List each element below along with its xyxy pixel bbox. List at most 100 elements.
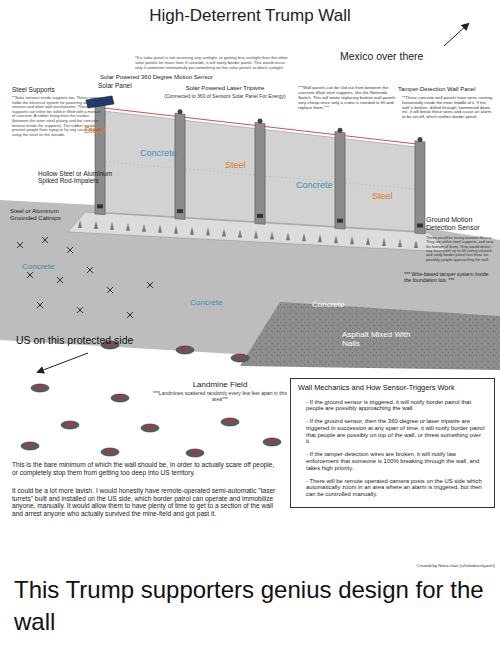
direction-arrow (38, 353, 88, 372)
rod-impaler (350, 236, 354, 244)
ground-sensor (257, 214, 263, 218)
asphalt-area (240, 302, 500, 370)
rod-impaler (110, 222, 114, 230)
landmine-trigger (237, 355, 243, 358)
wall-panel (185, 120, 255, 221)
landmine (21, 442, 39, 450)
motion-sensor (418, 137, 423, 142)
ground-sensor (417, 224, 423, 228)
rod-impaler (78, 220, 82, 228)
title: High-Deterrent Trump Wall (0, 6, 500, 26)
landmine-trigger (147, 425, 153, 428)
laser-tripwire (105, 108, 175, 116)
laser-tripwire (265, 127, 335, 135)
annotation: Hollow Steel or Aluminum Spiked Rod-Impa… (38, 170, 128, 185)
rod-impaler (366, 237, 370, 245)
caltrop (87, 267, 93, 273)
material-label: Concrete (312, 300, 362, 309)
landmine (61, 421, 79, 429)
material-label: Concrete (22, 262, 72, 271)
annotation: Created by Noko-chan (u/hakobreckyashi) (340, 564, 495, 569)
rod-impalers (78, 220, 418, 248)
annotation: Solar Powered 360 Degree Motion Sensor (100, 74, 240, 81)
annotation: This is the bare minimum of which the wa… (12, 461, 280, 476)
material-label: Concrete (140, 148, 190, 158)
annotation: It could be a lot more lavish. I would h… (12, 487, 280, 517)
rod-impaler (158, 225, 162, 233)
steel-support (335, 132, 345, 229)
rod-impaler (398, 239, 402, 247)
ground-sensor (97, 204, 103, 208)
laser-tripwire (345, 136, 415, 144)
rod-impaler (126, 223, 130, 231)
caltrop (27, 272, 33, 278)
annotation: Tamper-Detection Wall Panel (398, 86, 498, 93)
landmine-trigger (107, 449, 113, 452)
ground-sensor (337, 219, 343, 223)
wall (86, 96, 425, 234)
landmine (221, 418, 239, 426)
steel-support (175, 113, 185, 219)
landmine (263, 438, 281, 446)
material-label: Steel (372, 191, 412, 201)
bullet-text: - If the ground sensor, then the 360-deg… (306, 418, 487, 445)
annotation: These would be facing towards Mexico. Th… (426, 236, 496, 262)
landmine (101, 448, 119, 456)
rod-impaler (206, 228, 210, 236)
rod-impaler (414, 240, 418, 248)
landmine (186, 449, 204, 457)
motion-sensor (178, 109, 183, 114)
laser-tripwire (185, 117, 255, 125)
landmine-trigger (182, 347, 188, 350)
rod-impaler (94, 221, 98, 229)
direction-arrow (444, 24, 468, 46)
landmine-trigger (269, 439, 275, 442)
landmine-trigger (37, 385, 43, 388)
landmine-trigger (67, 422, 73, 425)
rod-impaler (254, 230, 258, 238)
annotation: Mexico over there (340, 50, 460, 62)
caltrop (17, 242, 23, 248)
landmine (231, 354, 249, 362)
motion-sensor (338, 128, 343, 133)
annotation: Asphalt Mixed With Nails (342, 330, 422, 348)
landmine-trigger (227, 419, 233, 422)
caltrop (37, 302, 43, 308)
rod-impaler (238, 230, 242, 238)
annotation: ***Landmines scattered randomly every fe… (150, 391, 290, 403)
annotation: Ground Motion Detection Sensor (426, 216, 496, 232)
bullet-text: - If the ground sensor is triggered, it … (306, 399, 487, 413)
material-label: Concrete (190, 298, 240, 307)
motion-sensor (258, 118, 263, 123)
bullet-text: - If the tamper-detection wires are brok… (306, 451, 487, 471)
caltrop (107, 287, 113, 293)
caltrops (17, 237, 153, 318)
annotation: ***Wall panels can be slid out from betw… (298, 86, 396, 111)
annotation: Solar Panel (98, 82, 158, 89)
annotation: *If a solar panel is not receiving any s… (135, 56, 290, 70)
wall-panel (265, 130, 335, 227)
bullet-text: - There will be remote operated camera p… (306, 478, 487, 498)
rod-impaler (334, 235, 338, 243)
landmine-trigger (27, 443, 33, 446)
annotation: US on this protected side (16, 334, 166, 346)
steel-support (255, 122, 265, 224)
rod-impaler (190, 227, 194, 235)
landmine (31, 384, 49, 392)
material-label: Steel (84, 125, 124, 135)
rod-impaler (142, 224, 146, 232)
wall-panel (345, 139, 415, 231)
caltrop (147, 282, 153, 288)
landmine-trigger (192, 450, 198, 453)
rod-impaler (382, 238, 386, 246)
rod-impaler (302, 233, 306, 241)
rod-impaler (174, 226, 178, 234)
annotation: Steel or Aluminum Grounded Caltrops (10, 208, 70, 222)
annotation: Solar Powered Laser Tripwire (160, 85, 290, 92)
landmine-trigger (117, 395, 123, 398)
box-heading: Wall Mechanics and How Sensor-Triggers W… (298, 384, 487, 393)
annotation: Steel Supports (12, 86, 92, 93)
material-label: Steel (225, 160, 265, 170)
landmine (111, 394, 129, 402)
caption: This Trump supporters genius design for … (14, 574, 484, 639)
